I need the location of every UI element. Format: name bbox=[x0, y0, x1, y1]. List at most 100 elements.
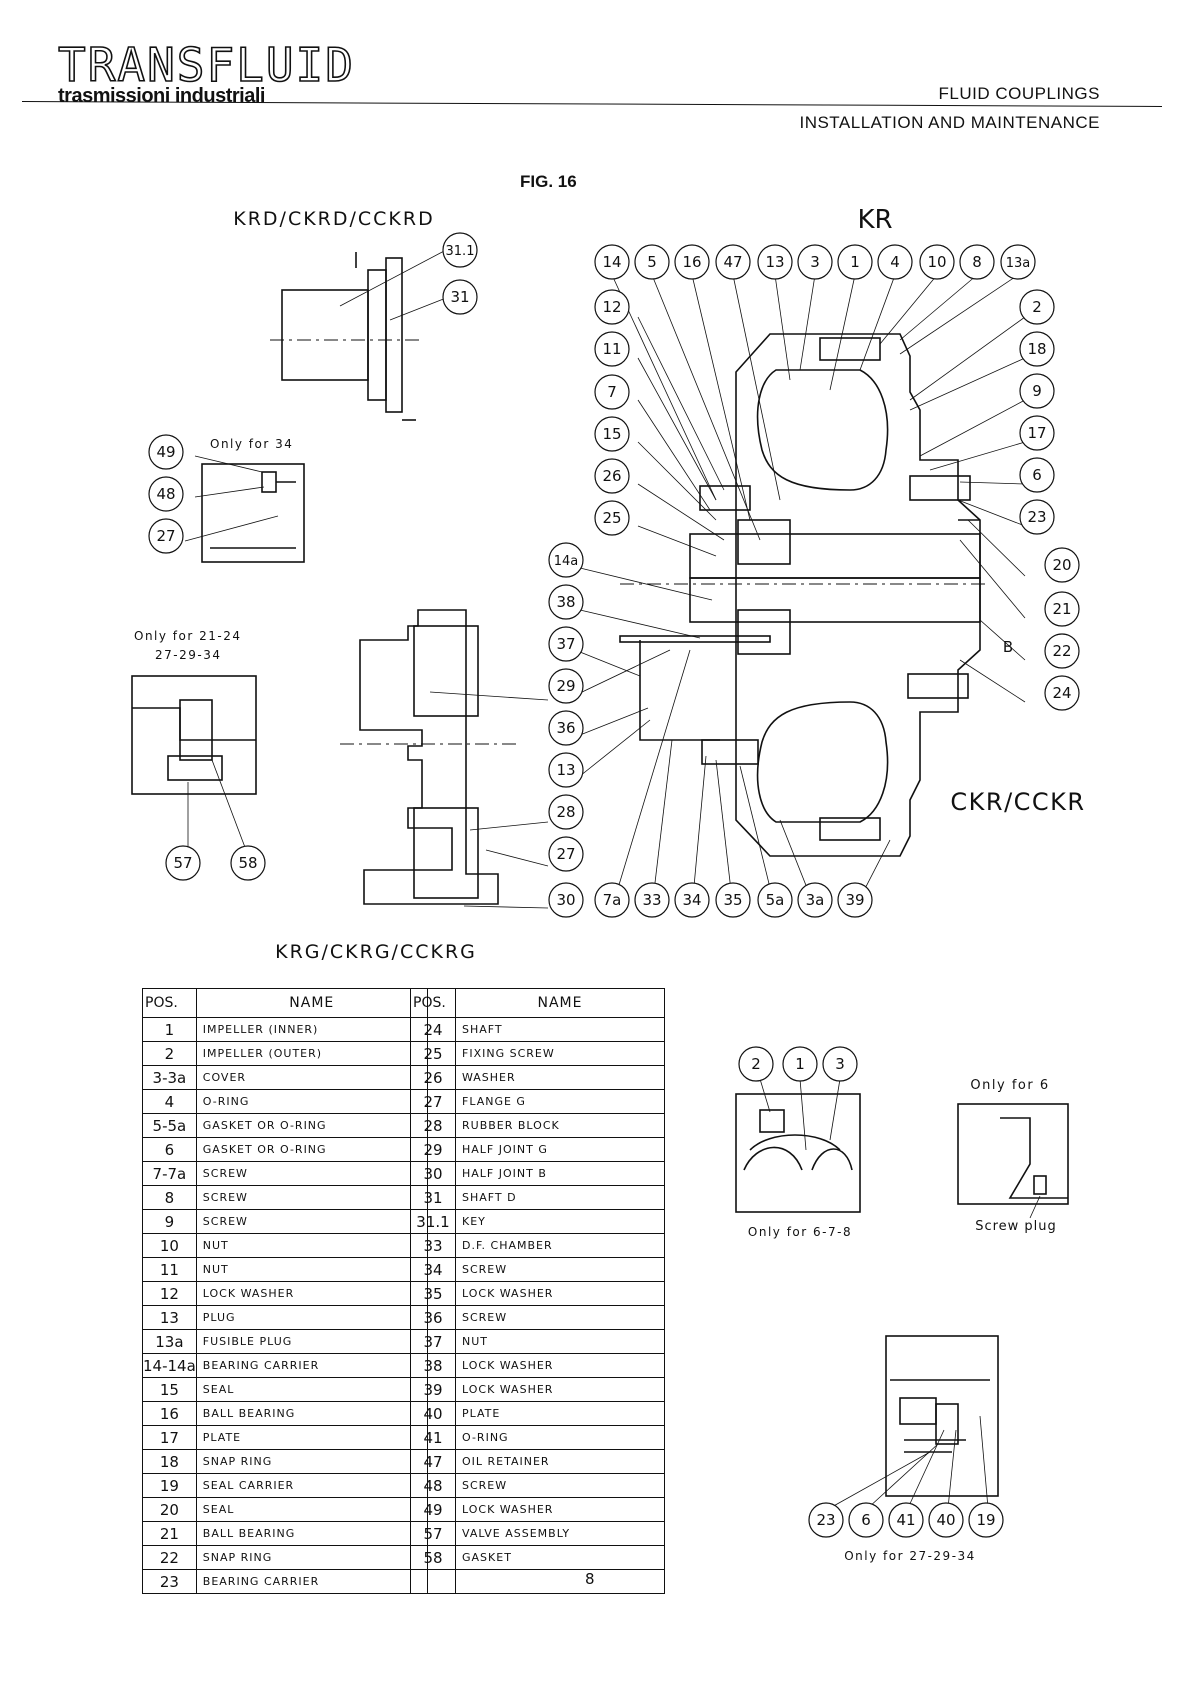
part-position: 57 bbox=[410, 1521, 456, 1546]
part-position: 10 bbox=[142, 1233, 197, 1258]
callout-kr-right: 20 bbox=[1044, 547, 1080, 583]
part-name: IMPELLER (OUTER) bbox=[195, 1041, 428, 1066]
label-ckr: CKR/CCKR bbox=[950, 788, 1085, 816]
callout-only678: 2 bbox=[738, 1046, 774, 1082]
part-position: 28 bbox=[410, 1113, 456, 1138]
callout-label: 13 bbox=[556, 761, 575, 779]
part-position: 6 bbox=[142, 1137, 197, 1162]
callout-label: 26 bbox=[602, 467, 621, 485]
part-position: 39 bbox=[410, 1377, 456, 1402]
callout-kr-bottom: 30 bbox=[548, 882, 584, 918]
callout-label: 20 bbox=[1052, 556, 1071, 574]
part-position: 31.1 bbox=[410, 1209, 456, 1234]
callout-kr-left: 14a bbox=[548, 542, 584, 578]
callout-label: 17 bbox=[1027, 424, 1046, 442]
part-position: 35 bbox=[410, 1281, 456, 1306]
callout-only21: 58 bbox=[230, 845, 266, 881]
callout-kr-top: 5 bbox=[634, 244, 670, 280]
part-name: WASHER bbox=[455, 1065, 665, 1090]
part-name: BALL BEARING bbox=[195, 1401, 428, 1426]
note-only-34: Only for 34 bbox=[210, 437, 293, 451]
note-only-27-29-34: Only for 27-29-34 bbox=[844, 1549, 976, 1563]
callout-kr-top: 4 bbox=[877, 244, 913, 280]
callout-label: 40 bbox=[936, 1511, 955, 1529]
part-position: 22 bbox=[142, 1545, 197, 1570]
part-name: FUSIBLE PLUG bbox=[195, 1329, 428, 1354]
part-name: LOCK WASHER bbox=[195, 1281, 428, 1306]
part-name: RUBBER BLOCK bbox=[455, 1113, 665, 1138]
part-position: 5-5a bbox=[142, 1113, 197, 1138]
callout-label: 9 bbox=[1032, 382, 1042, 400]
part-position: 15 bbox=[142, 1377, 197, 1402]
part-name: SHAFT D bbox=[455, 1185, 665, 1210]
part-name: SEAL CARRIER bbox=[195, 1473, 428, 1498]
part-name: OIL RETAINER bbox=[455, 1449, 665, 1474]
callout-label: 36 bbox=[556, 719, 575, 737]
callout-label: 3 bbox=[835, 1055, 845, 1073]
part-name: SCREW bbox=[195, 1185, 428, 1210]
callout-label: 3a bbox=[806, 891, 825, 909]
part-name: SCREW bbox=[455, 1257, 665, 1282]
callout-label: 57 bbox=[173, 854, 192, 872]
part-position: 19 bbox=[142, 1473, 197, 1498]
callout-label: 31.1 bbox=[446, 244, 475, 259]
callout-kr-right: 9 bbox=[1019, 373, 1055, 409]
callout-label: 30 bbox=[556, 891, 575, 909]
callout-label: 33 bbox=[642, 891, 661, 909]
callout-label: 23 bbox=[816, 1511, 835, 1529]
table-header-name: NAME bbox=[195, 988, 428, 1018]
callout-label: 15 bbox=[602, 425, 621, 443]
callout-label: 21 bbox=[1052, 600, 1071, 618]
part-position: 31 bbox=[410, 1185, 456, 1210]
part-position: 38 bbox=[410, 1353, 456, 1378]
callout-label: 13 bbox=[765, 253, 784, 271]
callout-label: 12 bbox=[602, 298, 621, 316]
callout-kr-left: 29 bbox=[548, 668, 584, 704]
callout-label: 23 bbox=[1027, 508, 1046, 526]
part-position: 25 bbox=[410, 1041, 456, 1066]
part-name: SEAL bbox=[195, 1497, 428, 1522]
part-position: 1 bbox=[142, 1017, 197, 1042]
callout-label: 58 bbox=[238, 854, 257, 872]
part-name: COVER bbox=[195, 1065, 428, 1090]
callout-label: 29 bbox=[556, 677, 575, 695]
callout-kr-left: 38 bbox=[548, 584, 584, 620]
part-name: HALF JOINT B bbox=[455, 1161, 665, 1186]
only678-detail-drawing bbox=[735, 1078, 861, 1213]
callout-krd: 31 bbox=[442, 279, 478, 315]
callout-label: 28 bbox=[556, 803, 575, 821]
callout-kr-bottom: 7a bbox=[594, 882, 630, 918]
part-position: 41 bbox=[410, 1425, 456, 1450]
callout-label: 34 bbox=[682, 891, 701, 909]
only34-detail-drawing bbox=[184, 455, 305, 563]
callout-kr-top: 13 bbox=[757, 244, 793, 280]
callout-label: 41 bbox=[896, 1511, 915, 1529]
callout-kr-bottom: 35 bbox=[715, 882, 751, 918]
part-position: 23 bbox=[142, 1569, 197, 1594]
callout-kr-bottom: 3a bbox=[797, 882, 833, 918]
callout-label: 48 bbox=[156, 485, 175, 503]
part-position bbox=[410, 1569, 456, 1594]
part-position: 49 bbox=[410, 1497, 456, 1522]
callout-kr-bottom: 5a bbox=[757, 882, 793, 918]
part-position: 3-3a bbox=[142, 1065, 197, 1090]
